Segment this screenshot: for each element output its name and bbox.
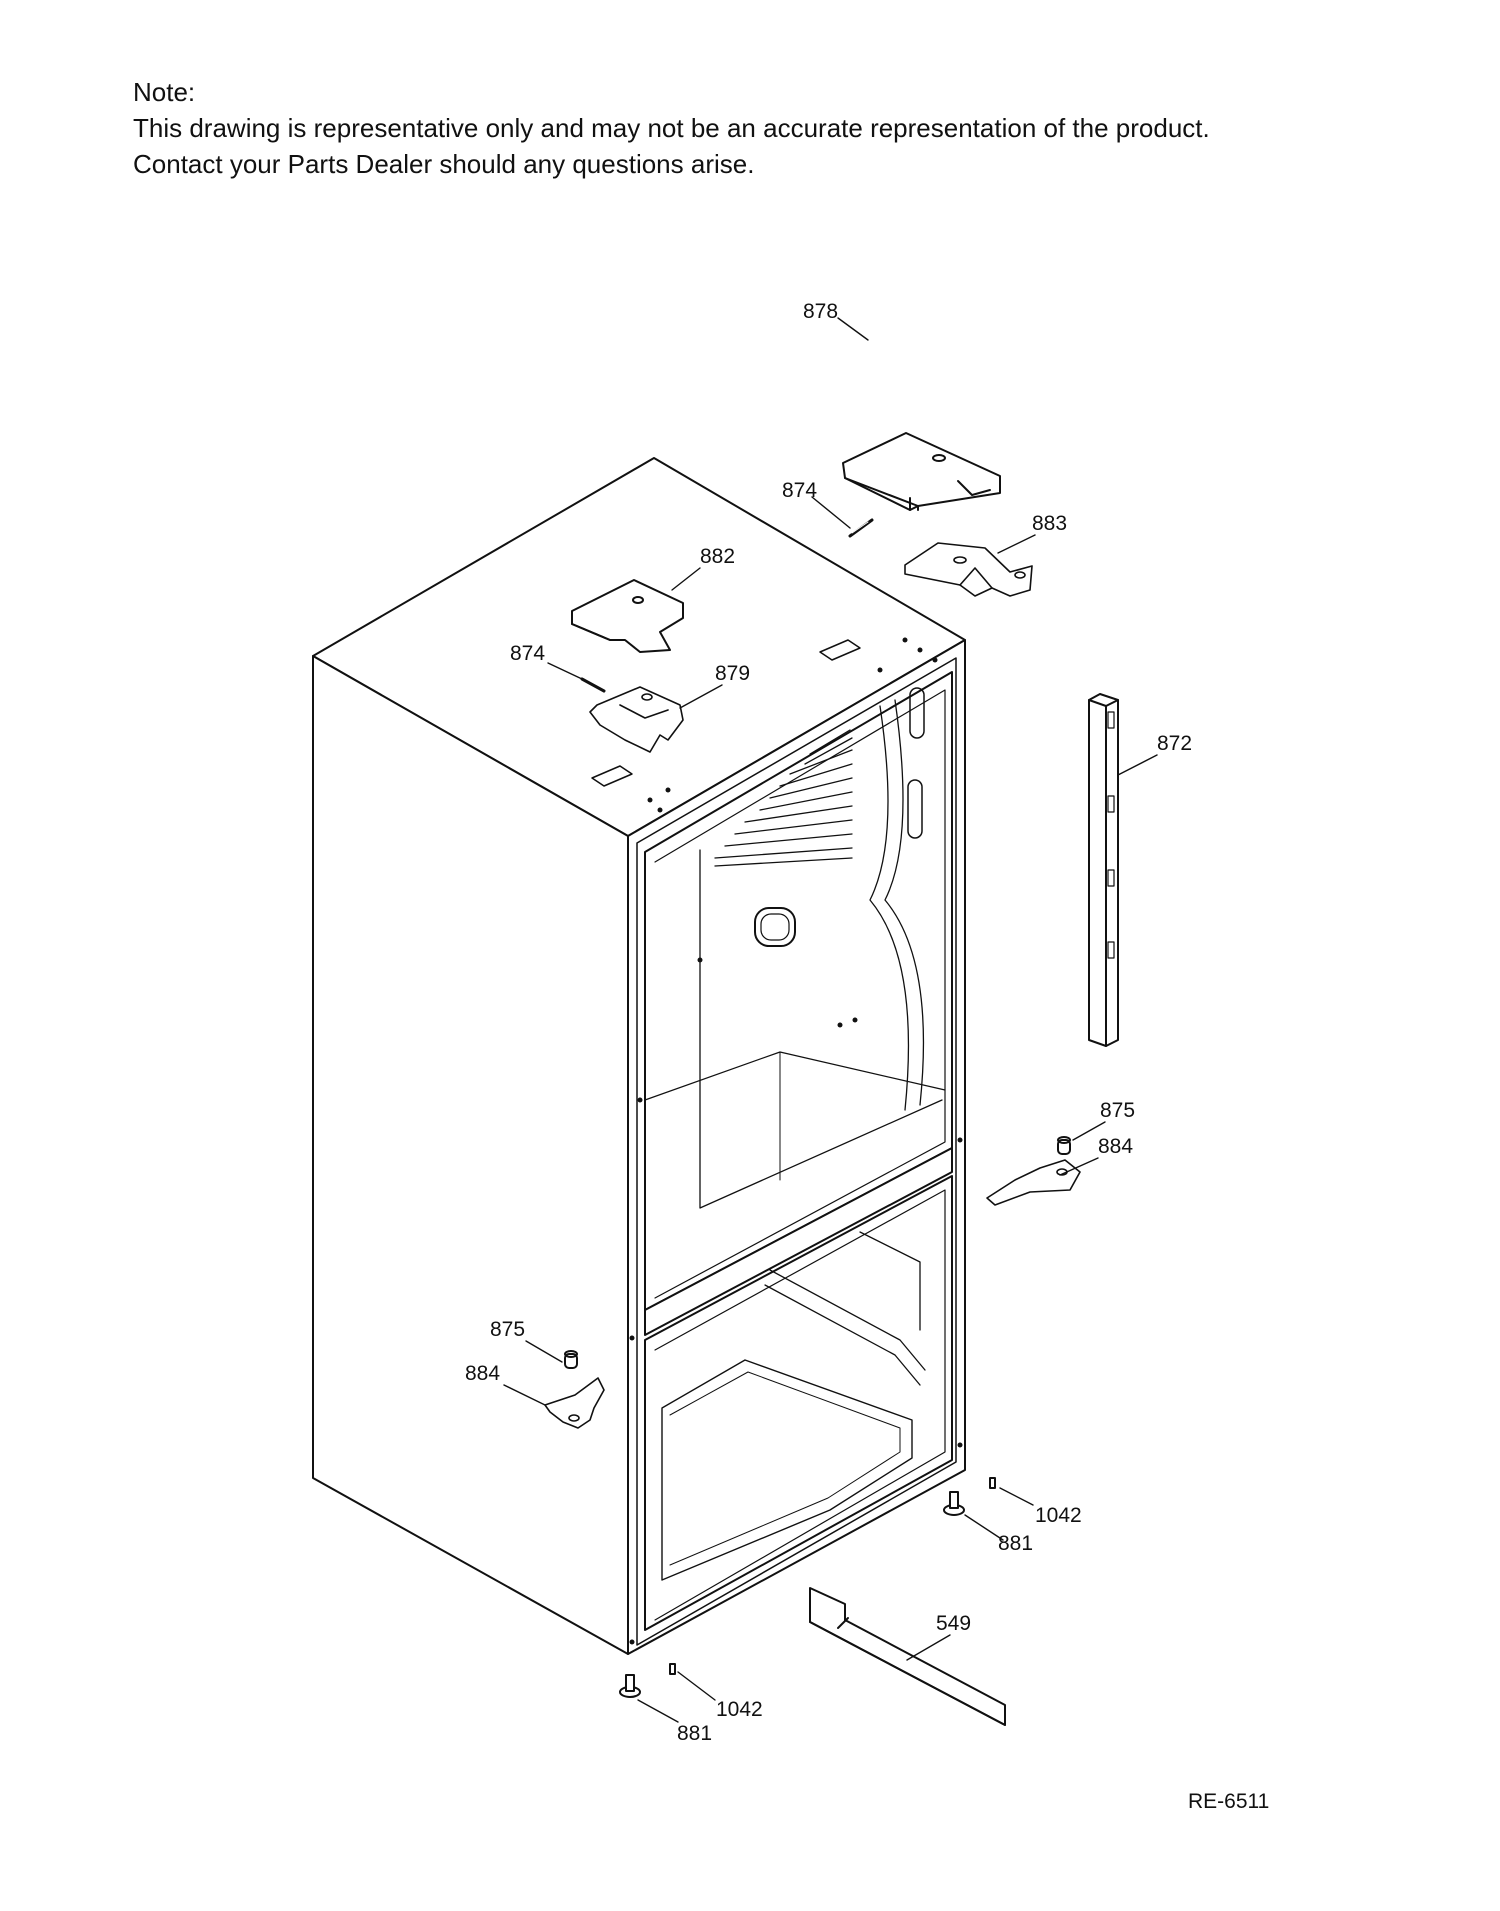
callout-884-right: 884 (1098, 1135, 1133, 1158)
callout-879: 879 (715, 662, 750, 685)
callout-881-right: 881 (998, 1532, 1033, 1555)
side-wall-slot (909, 687, 925, 739)
part-874-spring-top (848, 518, 874, 538)
part-879-top-hinge-left (589, 686, 684, 753)
part-872-vertical-bracket (1088, 693, 1119, 1047)
part-875-bushing-right (1057, 1136, 1071, 1155)
part-882-hinge-cover-left (571, 579, 684, 653)
note-line-2: Contact your Parts Dealer should any que… (133, 149, 755, 179)
callout-labels: 878 874 883 882 874 879 872 875 884 875 … (465, 300, 1192, 1745)
part-874-spring-left (580, 677, 606, 693)
callout-1042-left: 1042 (716, 1698, 763, 1721)
top-hinge-pocket (591, 765, 633, 787)
part-875-bushing-left (564, 1350, 578, 1369)
part-884-center-hinge-right (986, 1159, 1081, 1206)
part-883-top-hinge-right (904, 542, 1033, 597)
callout-872: 872 (1157, 732, 1192, 755)
back-wall-port (754, 907, 796, 947)
air-vent-slots (714, 729, 853, 867)
part-878-hinge-cover-right (842, 432, 1001, 511)
freezer-tub (661, 1359, 913, 1581)
part-884-center-hinge-left (544, 1377, 605, 1429)
top-hinge-pocket (819, 639, 861, 661)
callout-875-left: 875 (490, 1318, 525, 1341)
callout-881-left: 881 (677, 1722, 712, 1745)
part-1042-screw-left (669, 1663, 676, 1675)
callout-leader-lines (503, 317, 1158, 1723)
callout-875-right: 875 (1100, 1099, 1135, 1122)
callout-874-left: 874 (510, 642, 545, 665)
callout-549: 549 (936, 1612, 971, 1635)
callout-874-top: 874 (782, 479, 817, 502)
callout-882: 882 (700, 545, 735, 568)
note-heading: Note: (133, 77, 196, 107)
part-549-base-bracket (809, 1587, 1006, 1726)
callout-878: 878 (803, 300, 838, 323)
drawing-reference-code: RE-6511 (1188, 1790, 1270, 1813)
disclaimer-note: Note: This drawing is representative onl… (133, 74, 1433, 182)
part-881-leveling-leg-right (943, 1491, 965, 1516)
callout-1042-right: 1042 (1035, 1504, 1082, 1527)
callout-884-left: 884 (465, 1362, 500, 1385)
callout-883: 883 (1032, 512, 1067, 535)
part-881-leveling-leg-left (619, 1674, 641, 1698)
part-1042-screw-right (989, 1477, 996, 1489)
note-line-1: This drawing is representative only and … (133, 113, 1210, 143)
side-wall-slot (907, 779, 923, 839)
freezer-compartment (644, 1175, 953, 1631)
mullion-divider (644, 1147, 953, 1336)
